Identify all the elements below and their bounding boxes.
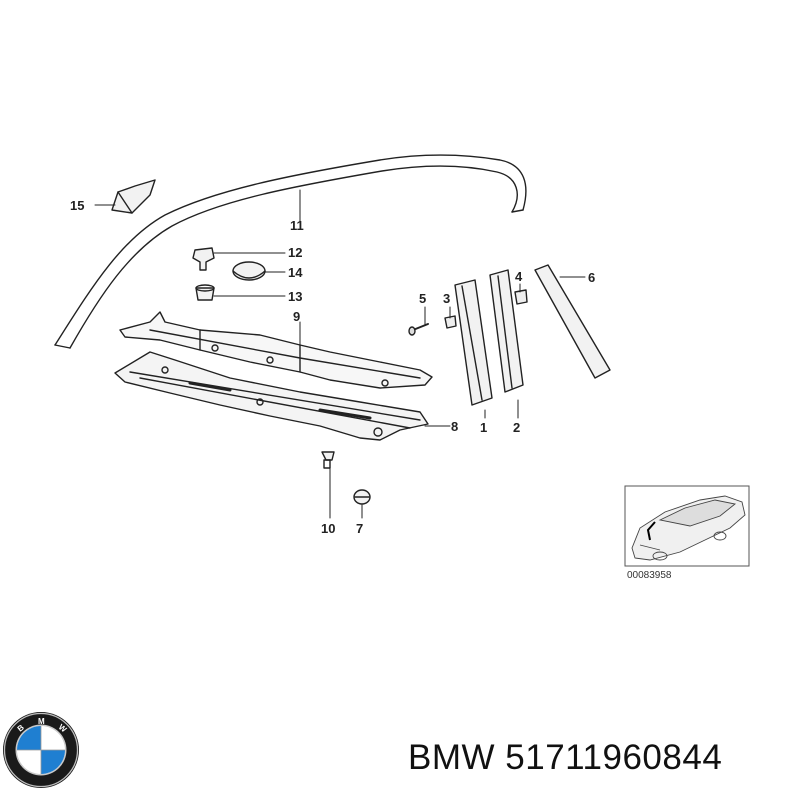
bmw-logo: B M W [3, 712, 79, 788]
callout-13: 13 [288, 289, 302, 304]
callout-1: 1 [480, 420, 487, 435]
part-roof-trim-strip [54, 154, 527, 349]
part-push-clip-10 [321, 451, 335, 469]
callout-6: 6 [588, 270, 595, 285]
thumbnail-code: 00083958 [627, 570, 672, 581]
part-bracket-15 [111, 179, 156, 214]
part-nut-3 [444, 315, 457, 329]
callout-7: 7 [356, 521, 363, 536]
part-pillar-trim-1 [454, 279, 493, 406]
callout-3: 3 [443, 291, 450, 306]
part-number-label: BMW 51711960844 [408, 738, 723, 777]
part-cowl-panel-8 [114, 351, 429, 441]
callout-14: 14 [288, 265, 303, 280]
part-pillar-cover-2 [489, 269, 524, 393]
part-screw-5 [408, 323, 429, 336]
part-clip-4 [514, 289, 528, 305]
callout-10: 10 [321, 521, 335, 536]
part-clip-12 [192, 247, 215, 271]
callout-8: 8 [451, 419, 458, 434]
part-cap-14 [232, 261, 266, 281]
part-grommet-13 [195, 284, 215, 301]
svg-text:W: W [57, 722, 69, 734]
callout-5: 5 [419, 291, 426, 306]
part-pillar-trim-6 [534, 264, 611, 379]
thumbnail-car-view: 00083958 [624, 485, 750, 581]
part-cowl-panel-9 [119, 311, 433, 389]
svg-text:B: B [16, 723, 26, 734]
callout-2: 2 [513, 420, 520, 435]
callout-9: 9 [293, 309, 300, 324]
part-clip-7 [353, 489, 371, 505]
svg-text:M: M [38, 717, 45, 726]
leader-lines [94, 189, 586, 519]
callout-4: 4 [515, 269, 523, 284]
callout-labels: 15 11 12 14 13 9 8 10 7 5 3 4 6 1 2 [70, 198, 595, 536]
callout-15: 15 [70, 198, 84, 213]
callout-12: 12 [288, 245, 302, 260]
callout-11: 11 [290, 218, 304, 233]
